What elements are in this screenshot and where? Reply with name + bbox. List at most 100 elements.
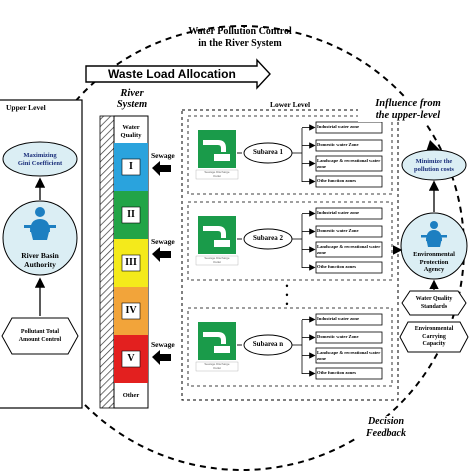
water-standards-label: Water Quality Standards xyxy=(402,296,466,311)
zone-label-1-4: Othe function zones xyxy=(317,178,357,183)
grade-badge-4 xyxy=(121,302,141,320)
capacity-line-2: Carrying xyxy=(422,333,446,340)
subareas xyxy=(187,115,393,387)
capacity-line-3: Capacity xyxy=(422,341,446,347)
sewage-outlet-icon-3 xyxy=(195,322,239,372)
zone-label-1-2: Domestic water Zone xyxy=(317,142,359,147)
diagram-title-line-1: Water Pollution Control xyxy=(188,26,292,37)
influence-label-line-1: Influence from xyxy=(375,98,441,109)
waste-load-allocation-label: Waste Load Allocation xyxy=(108,67,236,81)
river-basin-authority-label: River Basin Authority xyxy=(3,251,77,269)
water-quality-line-1: Water xyxy=(122,124,140,131)
person-icon-authority xyxy=(24,207,56,240)
water-quality-header: Water Quality xyxy=(114,124,148,140)
carrying-capacity-node xyxy=(399,321,469,353)
agency-line-1: Environmental xyxy=(413,251,455,258)
zone-label-3-2: Domestic water Zone xyxy=(317,334,359,339)
decision-feedback-label: Decision Feedback xyxy=(356,416,416,440)
grade-badge-2 xyxy=(121,206,141,224)
water-standards-node xyxy=(401,290,467,316)
icon-caption-line-1: Sewage Discharge xyxy=(204,256,230,260)
grade-badge-3 xyxy=(121,254,141,272)
zone-label-3-1: Industrial water zone xyxy=(317,316,360,321)
authority-line-1: River Basin xyxy=(21,251,59,260)
minimize-cost-label: Minimize the pollution costs xyxy=(402,158,466,174)
grade-label-2: II xyxy=(127,209,135,220)
sewage-outlet-icon-1 xyxy=(195,130,239,180)
subarea-label-3: Subarea n xyxy=(252,340,284,348)
water-standards-line-2: Standards xyxy=(420,303,448,310)
icon-caption-line-1: Sewage Discharge xyxy=(204,362,230,366)
subarea-label-2: Subarea 2 xyxy=(252,234,284,242)
river-title-line-1: River xyxy=(120,88,144,99)
icon-caption-line-2: Outlet xyxy=(212,259,221,264)
water-quality-grades xyxy=(114,143,148,383)
environmental-agency-label: Environmental Protection Agency xyxy=(402,251,466,274)
cycle-arrowhead-right xyxy=(426,140,440,152)
gini-objective-node xyxy=(2,141,78,177)
carrying-capacity-label: Environmental Carrying Capacity xyxy=(400,326,468,349)
gini-objective-label: Maximizing Gini Coefficient xyxy=(3,152,77,168)
zone-box-2-1 xyxy=(315,207,383,220)
zone-label-2-2: Domestic water Zone xyxy=(317,228,359,233)
decision-feedback-line-2: Feedback xyxy=(366,428,406,439)
zone-label-1-1: Industrial water zone xyxy=(317,124,360,129)
river-other-label: Other xyxy=(122,392,140,399)
pollutant-control-label: Pollutant Total Amount Control xyxy=(2,328,78,344)
water-quality-line-2: Quality xyxy=(120,132,142,139)
sewage-label-2: Sewage xyxy=(151,237,175,246)
sewage-label-3: Sewage xyxy=(151,340,175,349)
zone-box-1-1 xyxy=(315,121,383,134)
subarea-frame-2 xyxy=(187,201,393,281)
zone-box-1-4 xyxy=(315,175,383,188)
icon-caption-line-1: Sewage Discharge xyxy=(204,170,230,174)
sewage-arrow-2 xyxy=(152,247,171,262)
zone-box-2-3 xyxy=(315,241,383,258)
subarea-frame-1 xyxy=(187,115,393,195)
grade-badge-1 xyxy=(121,158,141,176)
influence-label: Influence from the upper-level xyxy=(358,98,458,122)
zone-box-3-4 xyxy=(315,367,383,380)
zone-box-2-4 xyxy=(315,261,383,274)
agency-line-2: Protection xyxy=(419,258,449,266)
lower-level-title: Lower Level xyxy=(268,100,313,109)
zone-box-2-2 xyxy=(315,225,383,238)
authority-line-2: Authority xyxy=(24,260,56,269)
icon-caption-line-2: Outlet xyxy=(212,365,221,370)
upper-level-title: Upper Level xyxy=(6,103,46,112)
waste-load-arrow xyxy=(85,58,271,90)
subarea-ellipsis: • • • xyxy=(285,281,289,309)
diagram-title: Water Pollution Control in the River Sys… xyxy=(160,26,320,50)
zone-label-2-4: Othe function zones xyxy=(317,264,357,269)
zone-label-1-3: Landscape & recreational water zone xyxy=(317,158,381,169)
grade-label-3: III xyxy=(125,257,137,268)
minimize-cost-node xyxy=(401,149,467,181)
river-title-line-2: System xyxy=(116,99,148,110)
zone-box-1-2 xyxy=(315,139,383,152)
grade-label-4: IV xyxy=(125,305,137,316)
decision-feedback-line-1: Decision xyxy=(367,416,405,427)
zone-box-3-3 xyxy=(315,347,383,364)
subarea-row-2 xyxy=(187,201,393,281)
zone-box-3-1 xyxy=(315,313,383,326)
minimize-cost-line-1: Minimize the xyxy=(415,158,453,165)
capacity-line-1: Environmental xyxy=(414,326,454,332)
pollutant-control-node xyxy=(1,317,79,355)
sewage-arrow-3 xyxy=(152,350,171,365)
grade-label-1: I xyxy=(129,161,133,172)
zone-box-3-2 xyxy=(315,331,383,344)
subarea-label-1: Subarea 1 xyxy=(252,148,284,156)
pollutant-control-line-2: Amount Control xyxy=(18,337,62,343)
diagram-title-line-2: in the River System xyxy=(198,38,282,49)
river-bank-hatch xyxy=(99,115,115,409)
feedback-cycle-circle xyxy=(19,25,465,471)
subarea-row-3 xyxy=(187,307,393,387)
water-standards-line-1: Water Quality xyxy=(415,296,453,302)
zone-label-2-1: Industrial water zone xyxy=(317,210,360,215)
sewage-arrow-1 xyxy=(152,161,171,176)
person-icon-agency xyxy=(421,221,447,247)
